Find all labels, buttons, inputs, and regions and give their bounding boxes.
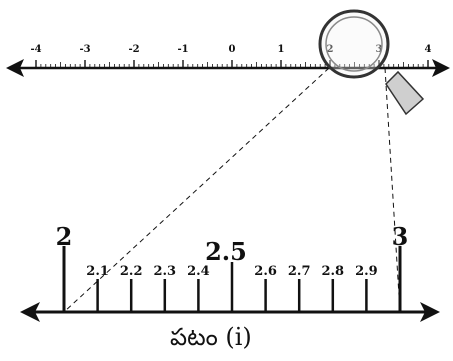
zoom-number-line-labels: 2 3 2.5 2.1 2.2 2.3 2.4 2.6 2.7 2.8 2.9: [56, 222, 409, 279]
zoom-minor-label: 2.7: [288, 264, 311, 279]
zoom-minor-label: 2.6: [254, 264, 277, 279]
zoom-minor-label: 2.8: [321, 264, 344, 279]
top-tick-label: -1: [177, 44, 188, 55]
zoom-end-label: 3: [392, 222, 409, 251]
zoom-right-arrow-icon: [420, 302, 440, 322]
top-number-line-labels: -4 -3 -2 -1 0 1 2 3 4: [30, 44, 431, 55]
zoom-minor-label: 2.9: [355, 264, 378, 279]
zoom-minor-label: 2.1: [86, 264, 109, 279]
top-tick-label: -2: [128, 44, 139, 55]
zoom-start-label: 2: [56, 222, 73, 251]
top-right-arrow-icon: [432, 59, 450, 77]
top-tick-label: 0: [229, 44, 236, 55]
figure-caption: పటం (i): [170, 323, 252, 351]
top-tick-label: 4: [425, 44, 432, 55]
top-tick-label: 1: [278, 44, 285, 55]
zoom-minor-label: 2.2: [120, 264, 143, 279]
zoom-minor-label: 2.3: [153, 264, 176, 279]
zoom-left-arrow-icon: [20, 302, 40, 322]
top-tick-label: -4: [30, 44, 41, 55]
top-tick-label: -3: [79, 44, 90, 55]
magnifier-icon: [318, 9, 425, 116]
zoom-mid-label: 2.5: [205, 237, 247, 266]
zoom-guide-line-right: [384, 67, 401, 313]
zoom-minor-label: 2.4: [187, 264, 210, 279]
zoom-guide-line-left: [63, 67, 330, 313]
top-left-arrow-icon: [6, 59, 24, 77]
top-tick-label: 3: [376, 44, 383, 55]
zoom-number-line-ticks: [62, 246, 402, 312]
top-tick-label: 2: [327, 44, 334, 55]
